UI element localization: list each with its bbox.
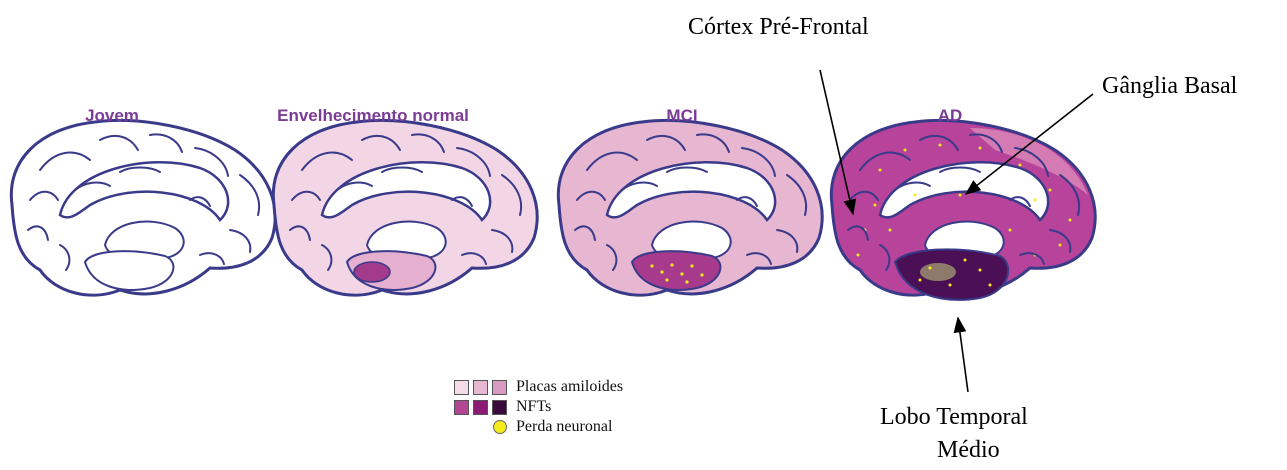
amyloid-swatch-dark <box>492 380 507 395</box>
stage-title-mci: MCI <box>666 106 697 126</box>
nft-swatch-medium <box>473 400 488 415</box>
nft-swatches <box>454 400 516 415</box>
neuron-swatch-wrap <box>454 420 516 434</box>
neuron-loss-dot-icon <box>493 420 507 434</box>
stage-title-ad: AD <box>938 106 963 126</box>
amyloid-swatches <box>454 380 516 395</box>
label-medial-temporal-lobe-line2: Médio <box>937 437 1000 464</box>
legend-row-amyloid: Placas amiloides <box>454 377 623 397</box>
label-basal-ganglia: Gânglia Basal <box>1102 73 1237 100</box>
amyloid-swatch-light <box>454 380 469 395</box>
stage-title-young: Jovem <box>85 106 139 126</box>
legend-label-amyloid: Placas amiloides <box>516 378 623 396</box>
nft-swatch-dark <box>492 400 507 415</box>
stage-title-normal-aging: Envelhecimento normal <box>277 106 469 126</box>
brain-mci <box>558 120 822 295</box>
legend-row-nft: NFTs <box>454 397 623 417</box>
brain-normal-aging <box>273 120 537 295</box>
nft-swatch-light <box>454 400 469 415</box>
arrow-temporal <box>958 318 968 392</box>
brain-young <box>11 120 275 295</box>
amyloid-swatch-medium <box>473 380 488 395</box>
legend-label-neuron: Perda neuronal <box>516 418 612 436</box>
label-medial-temporal-lobe-line1: Lobo Temporal <box>880 404 1028 431</box>
legend-row-neuron: Perda neuronal <box>454 417 623 437</box>
legend: Placas amiloides NFTs Perda neuronal <box>454 377 623 437</box>
label-prefrontal-cortex: Córtex Pré-Frontal <box>688 14 869 41</box>
brain-ad <box>831 120 1095 299</box>
legend-label-nft: NFTs <box>516 398 551 416</box>
